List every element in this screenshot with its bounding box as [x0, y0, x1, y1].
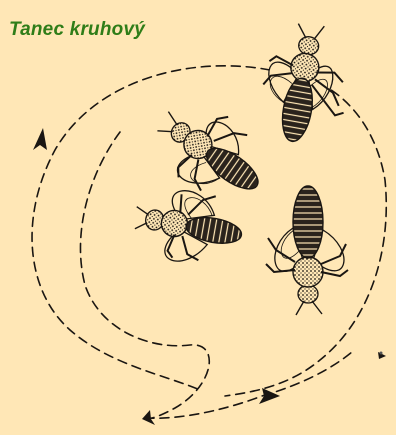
ink-dot — [380, 352, 383, 355]
bee-icon — [266, 186, 348, 315]
bee-icon — [254, 17, 357, 149]
bottom-tail — [145, 352, 352, 418]
arrow-up-left-icon — [33, 128, 47, 150]
bee-icon — [129, 183, 248, 272]
